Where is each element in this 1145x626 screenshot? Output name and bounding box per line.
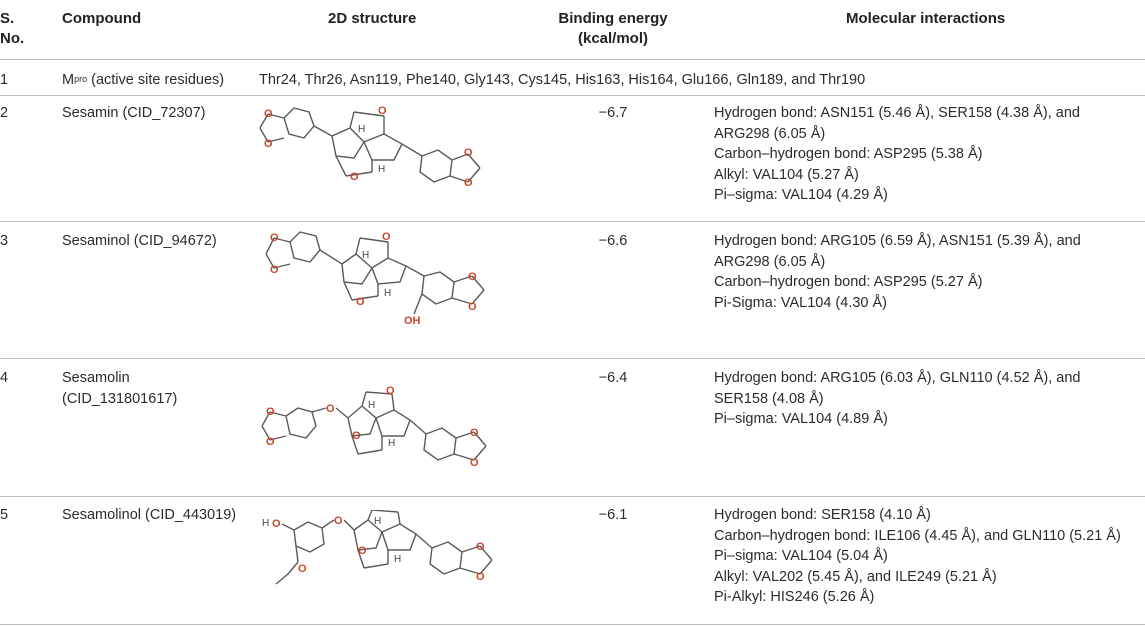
row-4-energy: −6.4 [598,370,628,386]
sesamin-structure-icon: O O O O O O H H [254,98,518,220]
sesamolin-structure-icon: O O O O O O O H H [256,384,520,484]
row-2-interactions: Hydrogen bond: ASN151 (5.46 Å), SER158 (… [714,105,1080,203]
row-1-residues: Thr24, Thr26, Asn119, Phe140, Gly143, Cy… [259,72,866,88]
svg-text:OH: OH [404,315,421,327]
row-3-energy: −6.6 [598,233,628,249]
svg-text:O: O [264,108,273,120]
svg-text:O: O [352,430,361,442]
svg-text:O: O [382,231,391,243]
svg-text:H: H [384,288,391,299]
svg-text:O: O [468,301,477,313]
svg-text:O: O [270,264,279,276]
header-rule [0,59,1145,60]
svg-text:H: H [394,554,401,565]
row-1-rule [0,95,1145,96]
svg-text:O: O [298,563,307,575]
header-interactions: Molecular interactions [846,10,1006,27]
svg-text:O: O [476,571,485,583]
svg-text:O: O [464,147,473,159]
svg-text:O: O [464,177,473,189]
row-4-compound: Sesamolin (CID_131801617) [62,370,178,407]
svg-text:O: O [350,171,359,183]
sesaminol-structure-icon: O O O O O O OH H H [256,224,520,364]
row-4-rule [0,496,1145,497]
row-5-energy: −6.1 [598,507,628,523]
sesamolinol-structure-icon: O O O O O O H H H [258,510,522,620]
svg-text:O: O [334,515,343,527]
header-structure: 2D structure [328,10,417,27]
svg-text:O: O [264,138,273,150]
svg-text:O: O [266,406,275,418]
svg-text:O: O [476,541,485,553]
row-5-interactions: Hydrogen bond: SER158 (4.10 Å) Carbon–hy… [714,507,1121,605]
row-4-interactions: Hydrogen bond: ARG105 (6.03 Å), GLN110 (… [714,370,1081,427]
row-1-sno: 1 [0,72,9,88]
svg-text:O: O [326,403,335,415]
header-sno: S. No. [0,10,25,47]
row-3-interactions: Hydrogen bond: ARG105 (6.59 Å), ASN151 (… [714,233,1081,311]
row-2-rule [0,221,1145,222]
row-3-sno: 3 [0,233,9,249]
svg-text:O: O [470,457,479,469]
svg-text:O: O [386,385,395,397]
header-energy: Binding energy (kcal/mol) [558,10,668,47]
svg-text:O: O [270,232,279,244]
svg-text:O: O [470,427,479,439]
row-5-compound: Sesamolinol (CID_443019) [62,507,237,523]
row-2-compound: Sesamin (CID_72307) [62,105,206,121]
row-1-compound: Mpro (active site residues) [62,72,225,88]
svg-text:O: O [468,271,477,283]
svg-text:H: H [374,516,381,527]
row-3-compound: Sesaminol (CID_94672) [62,233,217,249]
row-4-sno: 4 [0,370,9,386]
svg-text:H: H [368,400,375,411]
row-3-rule [0,358,1145,359]
row-2-energy: −6.7 [598,105,628,121]
svg-text:O: O [358,545,367,557]
svg-text:H: H [362,250,369,261]
row-5-sno: 5 [0,507,9,523]
bottom-rule [0,624,1145,625]
svg-text:H: H [378,164,385,175]
svg-text:H: H [358,124,365,135]
svg-text:O: O [266,436,275,448]
svg-text:H: H [388,438,395,449]
row-2-sno: 2 [0,105,9,121]
svg-text:H: H [262,518,269,529]
svg-text:O: O [272,518,281,530]
svg-text:O: O [356,296,365,308]
header-compound: Compound [62,10,142,27]
svg-text:O: O [378,105,387,117]
